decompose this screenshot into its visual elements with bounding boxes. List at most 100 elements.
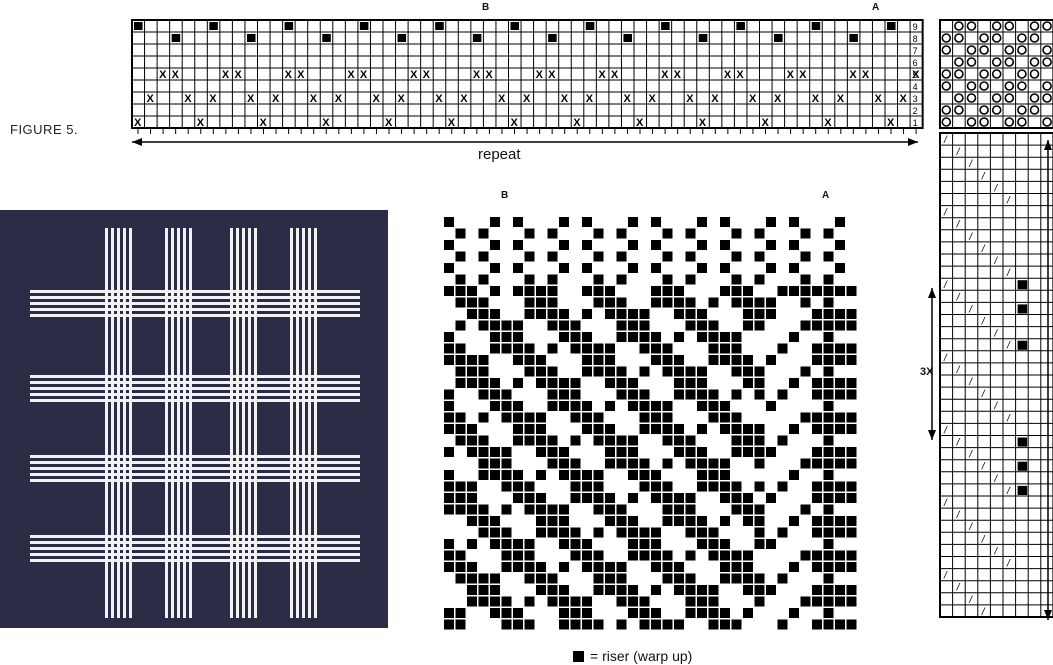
svg-text:/: / bbox=[956, 510, 961, 521]
svg-text:X: X bbox=[272, 93, 280, 105]
svg-text:X: X bbox=[724, 69, 732, 81]
svg-text:2: 2 bbox=[913, 106, 918, 116]
svg-text:/: / bbox=[1006, 196, 1011, 207]
svg-text:/: / bbox=[956, 220, 961, 231]
svg-text:/: / bbox=[993, 401, 998, 412]
svg-text:1: 1 bbox=[913, 118, 918, 128]
tie-up-grid bbox=[940, 20, 1053, 128]
svg-text:/: / bbox=[956, 292, 961, 303]
legend: = riser (warp up) bbox=[573, 648, 692, 664]
svg-text:X: X bbox=[310, 93, 318, 105]
svg-text:X: X bbox=[799, 69, 807, 81]
svg-text:/: / bbox=[981, 462, 986, 473]
svg-text:X: X bbox=[749, 93, 757, 105]
svg-text:X: X bbox=[812, 93, 820, 105]
svg-text:X: X bbox=[686, 93, 694, 105]
svg-text:X: X bbox=[774, 93, 782, 105]
svg-text:/: / bbox=[1006, 341, 1011, 352]
svg-text:X: X bbox=[548, 69, 556, 81]
svg-text:X: X bbox=[347, 69, 355, 81]
svg-text:/: / bbox=[956, 365, 961, 376]
legend-text: = riser (warp up) bbox=[590, 648, 692, 664]
svg-text:X: X bbox=[197, 117, 205, 129]
svg-text:/: / bbox=[993, 474, 998, 485]
svg-text:/: / bbox=[943, 498, 948, 509]
svg-text:/: / bbox=[981, 171, 986, 182]
svg-text:X: X bbox=[573, 117, 581, 129]
svg-text:X: X bbox=[398, 93, 406, 105]
svg-text:/: / bbox=[956, 147, 961, 158]
svg-text:/: / bbox=[1006, 559, 1011, 570]
svg-text:X: X bbox=[511, 117, 519, 129]
svg-text:X: X bbox=[423, 69, 431, 81]
svg-text:/: / bbox=[993, 546, 998, 557]
svg-text:X: X bbox=[473, 69, 481, 81]
svg-text:X: X bbox=[385, 117, 393, 129]
drawdown-marker-a: A bbox=[822, 190, 829, 201]
svg-text:X: X bbox=[787, 69, 795, 81]
svg-text:X: X bbox=[900, 93, 908, 105]
svg-text:/: / bbox=[968, 377, 973, 388]
figure-label: FIGURE 5. bbox=[10, 122, 78, 137]
svg-text:X: X bbox=[762, 117, 770, 129]
svg-text:X: X bbox=[824, 117, 832, 129]
svg-text:5: 5 bbox=[913, 70, 918, 80]
svg-text:X: X bbox=[586, 93, 594, 105]
svg-text:X: X bbox=[184, 93, 192, 105]
svg-text:X: X bbox=[335, 93, 343, 105]
svg-text:/: / bbox=[1006, 413, 1011, 424]
svg-text:3: 3 bbox=[913, 94, 918, 104]
svg-text:X: X bbox=[247, 93, 255, 105]
svg-text:X: X bbox=[699, 117, 707, 129]
threading-marker-b: B bbox=[482, 2, 489, 13]
treadle-repeat-label: 3X bbox=[920, 366, 933, 378]
svg-text:7: 7 bbox=[913, 46, 918, 56]
svg-text:X: X bbox=[435, 93, 443, 105]
svg-text:/: / bbox=[993, 256, 998, 267]
svg-text:/: / bbox=[1006, 486, 1011, 497]
svg-text:/: / bbox=[968, 159, 973, 170]
svg-text:/: / bbox=[943, 353, 948, 364]
svg-text:/: / bbox=[981, 389, 986, 400]
svg-text:X: X bbox=[285, 69, 293, 81]
svg-text:/: / bbox=[1006, 268, 1011, 279]
svg-text:/: / bbox=[993, 183, 998, 194]
svg-text:X: X bbox=[661, 69, 669, 81]
svg-text:/: / bbox=[943, 135, 948, 146]
svg-text:/: / bbox=[968, 232, 973, 243]
svg-text:6: 6 bbox=[913, 58, 918, 68]
svg-text:X: X bbox=[611, 69, 619, 81]
svg-text:X: X bbox=[485, 69, 493, 81]
svg-text:X: X bbox=[297, 69, 305, 81]
svg-text:X: X bbox=[234, 69, 242, 81]
svg-text:X: X bbox=[598, 69, 606, 81]
repeat-label: repeat bbox=[478, 146, 521, 163]
svg-text:X: X bbox=[736, 69, 744, 81]
svg-text:X: X bbox=[360, 69, 368, 81]
svg-text:X: X bbox=[837, 93, 845, 105]
svg-text:X: X bbox=[134, 117, 142, 129]
svg-text:X: X bbox=[448, 117, 456, 129]
svg-text:9: 9 bbox=[913, 22, 918, 32]
svg-text:X: X bbox=[862, 69, 870, 81]
svg-text:X: X bbox=[636, 117, 644, 129]
svg-text:/: / bbox=[968, 450, 973, 461]
svg-text:/: / bbox=[981, 244, 986, 255]
svg-text:X: X bbox=[322, 117, 330, 129]
svg-text:X: X bbox=[209, 93, 217, 105]
svg-text:X: X bbox=[222, 69, 230, 81]
svg-text:X: X bbox=[147, 93, 155, 105]
svg-text:X: X bbox=[460, 93, 468, 105]
svg-text:/: / bbox=[968, 304, 973, 315]
svg-text:X: X bbox=[623, 93, 631, 105]
svg-text:X: X bbox=[410, 69, 418, 81]
svg-text:X: X bbox=[849, 69, 857, 81]
svg-text:X: X bbox=[172, 69, 180, 81]
svg-text:/: / bbox=[993, 329, 998, 340]
svg-text:X: X bbox=[649, 93, 657, 105]
svg-text:/: / bbox=[968, 595, 973, 606]
woven-fabric-photo bbox=[0, 210, 388, 628]
svg-text:/: / bbox=[981, 534, 986, 545]
